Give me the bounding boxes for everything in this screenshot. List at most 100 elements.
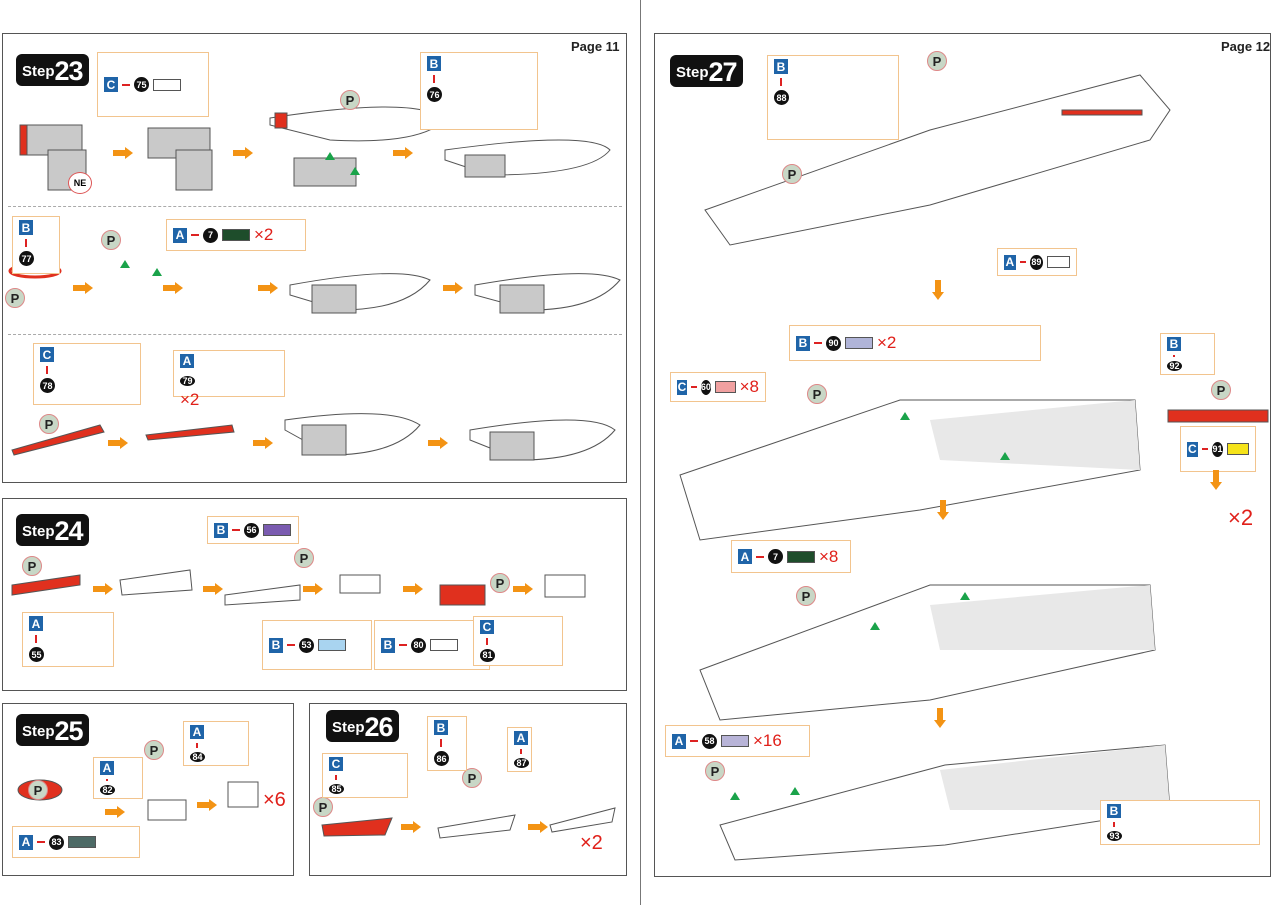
connector-line: [814, 342, 822, 344]
part-number: 82: [100, 785, 115, 795]
connector-line: [1113, 822, 1115, 827]
arrow-down-icon: [932, 280, 944, 300]
pin-marker: P: [39, 414, 59, 434]
part-number: 60: [700, 379, 712, 395]
pin-marker: P: [28, 780, 48, 800]
part-callout-a-55: A 55: [22, 612, 114, 667]
part-number: 58: [702, 733, 717, 749]
sheet-badge: A: [180, 354, 194, 368]
quantity-label: ×6: [263, 789, 286, 811]
pin-marker: P: [1211, 380, 1231, 400]
sheet-badge: B: [19, 220, 33, 235]
sheet-badge: B: [269, 637, 283, 653]
arrow-right-icon: [73, 282, 93, 294]
sheet-badge: A: [29, 616, 43, 631]
step-word: Step: [22, 63, 55, 80]
connector-line: [486, 638, 488, 645]
part-callout-a-83: A 83: [12, 826, 140, 858]
sheet-badge: B: [774, 59, 788, 74]
part-number: 81: [480, 648, 495, 662]
connector-line: [1019, 261, 1027, 263]
part-number: 92: [1167, 361, 1182, 371]
arrow-down-icon: [934, 708, 946, 728]
connector-line: [196, 743, 198, 748]
page-divider: [640, 0, 641, 905]
connector-line: [1201, 448, 1208, 450]
arrow-right-icon: [233, 147, 253, 159]
part-number: 90: [826, 335, 841, 351]
part-number: 7: [203, 227, 218, 243]
arrow-right-icon: [513, 583, 533, 595]
connector-line: [780, 78, 782, 86]
connector-line: [690, 386, 697, 388]
part-icon: [68, 836, 96, 848]
arrow-right-icon: [258, 282, 278, 294]
connector-line: [46, 366, 48, 374]
connector-line: [232, 529, 240, 531]
sheet-badge: C: [40, 347, 54, 362]
connector-line: [35, 635, 37, 643]
arrow-down-icon: [937, 500, 949, 520]
step-number: 23: [54, 56, 84, 86]
part-number: 55: [29, 647, 44, 662]
sheet-badge: A: [100, 761, 114, 775]
sheet-badge: A: [514, 731, 528, 745]
arrow-right-icon: [253, 437, 273, 449]
part-number: 53: [299, 637, 314, 653]
step-number: 25: [54, 716, 84, 746]
pin-marker: P: [144, 740, 164, 760]
connector-line: [756, 555, 764, 558]
pin-marker: P: [796, 586, 816, 606]
step-number: 26: [364, 712, 394, 742]
arrow-right-icon: [108, 437, 128, 449]
part-number: 87: [514, 758, 529, 768]
sheet-badge: A: [19, 834, 33, 850]
part-number: 83: [49, 834, 64, 850]
sheet-badge: B: [1107, 804, 1121, 818]
part-icon: [430, 639, 458, 651]
part-number: 86: [434, 751, 449, 766]
arrow-right-icon: [403, 583, 423, 595]
connector-line: [399, 644, 407, 646]
ne-label: NE: [68, 172, 92, 194]
connector-line: [106, 779, 108, 781]
part-icon: [153, 78, 181, 91]
pin-marker: P: [22, 556, 42, 576]
quantity-multiplier: ×2: [254, 225, 274, 244]
part-callout-b-53: B 53: [262, 620, 372, 670]
connector-line: [191, 234, 199, 236]
pin-marker: P: [462, 768, 482, 788]
part-number: 76: [427, 87, 442, 102]
part-number: 85: [329, 784, 344, 794]
arrow-right-icon: [93, 583, 113, 595]
part-number: 75: [134, 77, 149, 92]
sheet-badge: A: [190, 725, 204, 739]
pin-marker: P: [705, 761, 725, 781]
pin-marker: P: [294, 548, 314, 568]
arrow-right-icon: [197, 799, 217, 811]
sheet-badge: A: [173, 227, 187, 243]
arrow-right-icon: [113, 147, 133, 159]
page-number: Page 12: [1221, 39, 1271, 54]
connector-line: [520, 749, 522, 754]
quantity-multiplier: ×16: [753, 731, 782, 750]
connector-line: [25, 239, 27, 247]
sheet-badge: C: [677, 379, 687, 395]
sheet-badge: C: [329, 757, 343, 771]
arrow-right-icon: [303, 583, 323, 595]
connector-line: [690, 740, 698, 742]
part-number: 84: [190, 752, 205, 762]
